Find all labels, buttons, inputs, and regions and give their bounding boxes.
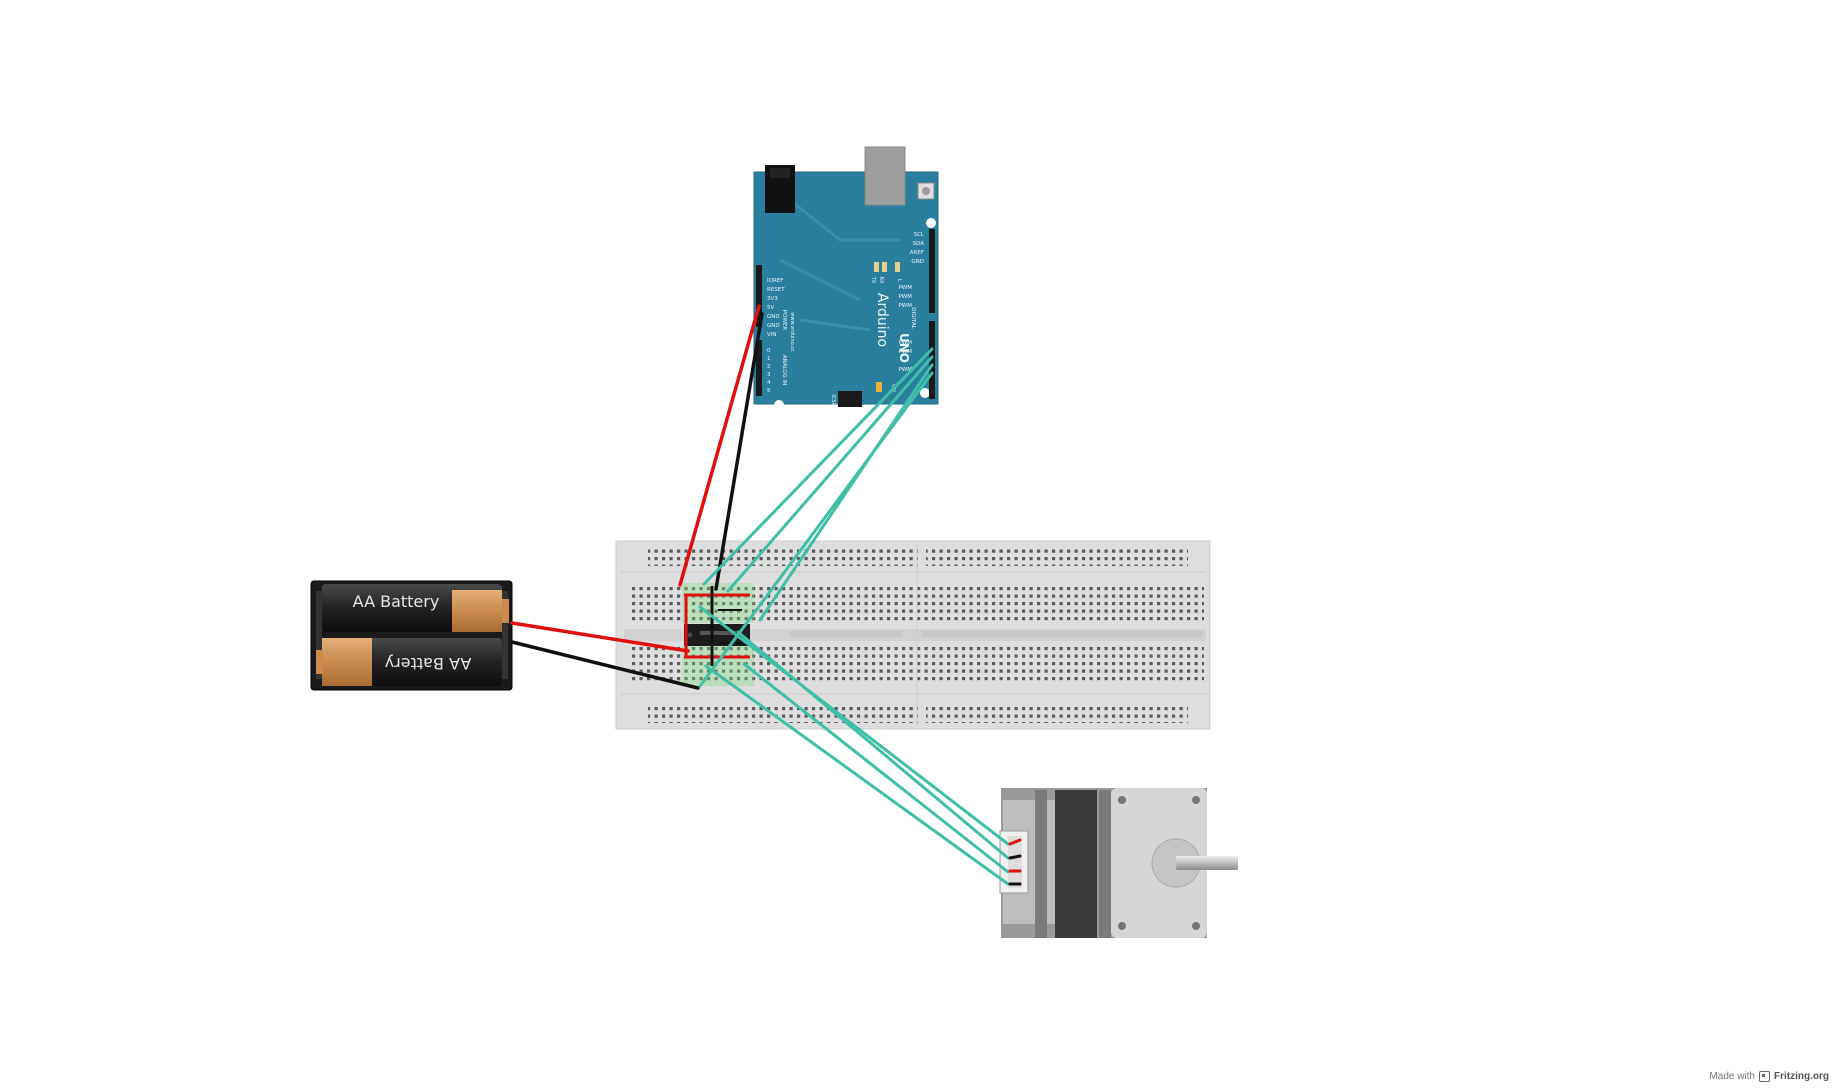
fritzing-logo-icon [1759,1071,1770,1082]
pwm-label-6: PWM [898,340,912,346]
pin-label-ioref: IOREF [767,278,783,284]
digital-header-title: DIGITAL [910,307,916,329]
analog-header-title: ANALOG IN [781,355,787,386]
rx-label: RX [878,277,884,284]
icsp-label: ICSP [830,394,836,405]
digital-pin-labels: SCL SDA AREF GND PWM PWM PWM PWM PWM PWM [898,232,924,373]
wire-coil-2 [736,630,1010,860]
credit-prefix: Made with [1709,1071,1755,1082]
pin-label-vin: VIN [767,332,777,338]
pin-label-a0: 0 [767,348,771,354]
pin-label-3v3: 3V3 [767,296,778,302]
pwm-label-9: PWM [898,303,912,309]
wire-coil-4 [704,664,1010,886]
wires-driver-to-motor [698,605,1010,886]
arduino-website: www.arduino.cc [789,312,795,352]
wires [510,304,1022,886]
arduino-uno-board: Arduino UNO www.arduino.cc POWER ANALOG … [753,146,939,410]
pin-label-gnd-2: GND [767,323,780,329]
battery-cell-top: AA Battery [322,584,509,632]
power-header-title: POWER [781,310,787,331]
pin-label-5v: 5V [767,305,774,311]
pin-label-a3: 3 [767,372,771,378]
battery-cell-bottom-label: AA Battery [385,654,472,673]
pin-label-reset: RESET [767,287,785,293]
stepper-motor [999,788,1238,938]
analog-pin-labels: 0 1 2 3 4 5 [767,348,771,394]
credit-brand: Fritzing.org [1774,1071,1829,1082]
arduino-brand: Arduino [874,293,890,347]
wire-coil-1 [698,605,1010,846]
pin-label-a5: 5 [767,388,771,394]
pin-label-a4: 4 [767,380,771,386]
battery-cell-bottom: AA Battery [316,638,502,686]
tx-label: TX [870,276,876,284]
pin-label-gnd-3: GND [911,259,924,265]
pin-label-scl: SCL [914,232,925,238]
pin-label-a1: 1 [767,356,771,362]
wire-battery-negative [510,640,700,690]
arduino-model: UNO [897,333,911,363]
pin-label-a2: 2 [767,364,771,370]
wire-arduino-gnd [714,312,764,591]
l-label: L [896,279,902,282]
pin-label-gnd-1: GND [767,314,780,320]
wire-coil-3 [742,662,1010,874]
battery-cell-top-label: AA Battery [353,592,440,611]
power-pin-labels: IOREF RESET 3V3 5V GND GND VIN [767,278,785,338]
pin-label-sda: SDA [913,241,925,247]
breadboard [615,540,1211,730]
motor-lead-red-1 [1008,838,1022,846]
battery-pack: AA Battery AA Battery [310,580,513,691]
wire-signal-2 [726,355,934,593]
pwm-label-10: PWM [898,294,912,300]
motor-lead-black-1 [1008,854,1022,860]
pwm-label-11: PWM [898,285,912,291]
fritzing-credit: Made with Fritzing.org [1709,1071,1829,1082]
pwm-label-5: PWM [898,349,912,355]
wire-arduino-5v [678,304,761,587]
wire-signal-3 [758,363,934,622]
pwm-label-3: PWM [898,367,912,373]
wire-signal-1 [702,347,934,586]
breadboard-jumpers [684,586,750,666]
pin-label-aref: AREF [910,250,924,256]
wire-battery-positive [510,621,690,653]
